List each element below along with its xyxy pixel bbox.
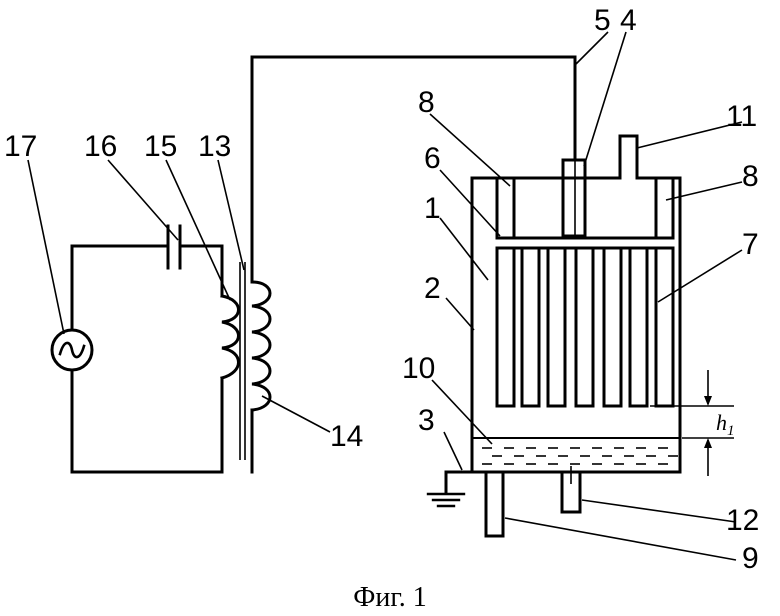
electrode-plate-7 — [654, 246, 675, 408]
electrode-plate-2 — [520, 246, 541, 408]
electrode-plate-1 — [495, 246, 516, 408]
electrode-plate-6 — [628, 246, 649, 408]
high-voltage-wire-5 — [250, 55, 577, 284]
label-16: 16 — [84, 130, 117, 163]
label-5: 5 — [594, 4, 611, 37]
electrode-plate-3 — [546, 246, 567, 408]
label-8-right: 8 — [742, 160, 759, 193]
ac-source-17 — [50, 328, 94, 372]
electrode-lead-4 — [561, 158, 587, 238]
figure-caption: Фиг. 1 — [353, 582, 426, 613]
label-14: 14 — [330, 420, 363, 453]
primary-circuit — [70, 244, 224, 474]
dimension-h1: h1 — [650, 370, 735, 476]
label-17: 17 — [4, 130, 37, 163]
leader-lines — [27, 31, 743, 561]
label-10: 10 — [402, 352, 435, 385]
label-2: 2 — [424, 272, 441, 305]
label-8-left: 8 — [418, 86, 435, 119]
label-13: 13 — [198, 130, 231, 163]
label-7: 7 — [742, 228, 759, 261]
dimension-label: h1 — [716, 410, 735, 439]
label-15: 15 — [144, 130, 177, 163]
outlet-pipe-11 — [618, 134, 639, 180]
reference-numerals: 17 16 15 13 14 5 4 8 6 1 2 10 3 11 8 7 1… — [4, 4, 759, 575]
label-9: 9 — [742, 542, 759, 575]
drain-pipe-9 — [484, 470, 505, 538]
secondary-coil-13 — [250, 280, 272, 474]
outlet-pipe-12 — [560, 466, 582, 514]
label-12: 12 — [726, 504, 759, 537]
electrode-plate-4 — [574, 246, 595, 408]
capacitor-16 — [166, 224, 182, 270]
label-3: 3 — [418, 404, 435, 437]
ground-3 — [426, 470, 474, 508]
electrodes-7 — [495, 246, 675, 408]
label-11: 11 — [726, 100, 757, 133]
label-6: 6 — [424, 142, 441, 175]
label-1: 1 — [424, 192, 441, 225]
label-4: 4 — [620, 4, 637, 37]
liquid-level-10 — [473, 437, 679, 465]
electrode-plate-5 — [602, 246, 623, 408]
primary-coil-15 — [220, 294, 240, 380]
transformer-core-14 — [239, 262, 246, 460]
